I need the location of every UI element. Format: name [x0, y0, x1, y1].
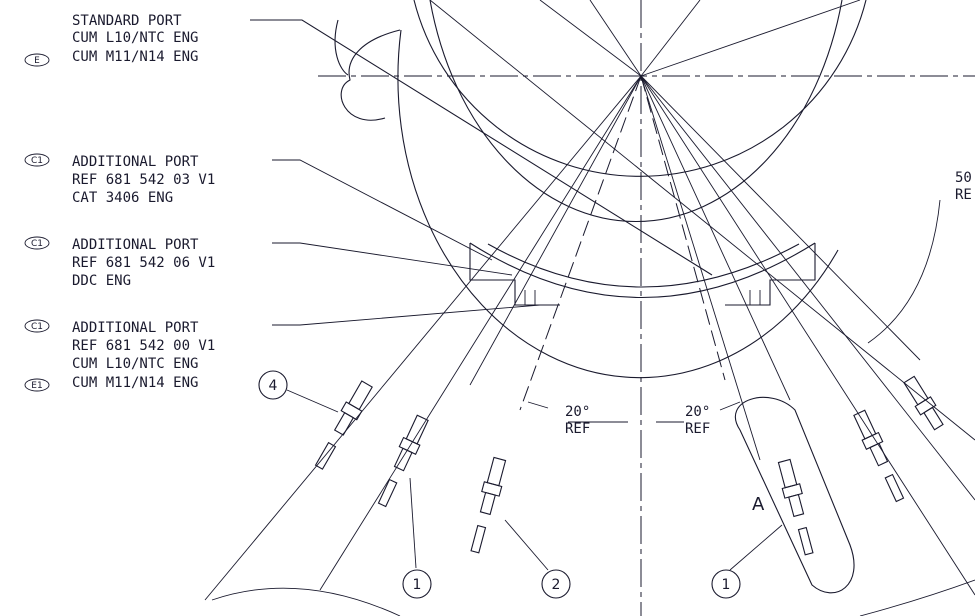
leader-c1-06: [272, 242, 513, 276]
note-symbol-c1-c: [24, 319, 50, 333]
dimension-arc-right: [859, 579, 975, 616]
balloon-1-right-text: 1: [722, 577, 731, 593]
leader-c1-00: [272, 304, 541, 326]
flywheel-housing-geometry: [204, 0, 975, 616]
note-standard-line3: CUM M11/N14 ENG: [72, 49, 198, 65]
balloons: 4 1 2 1: [258, 370, 741, 599]
note-text: STANDARD PORT CUM L10/NTC ENG CUM M11/N1…: [72, 13, 215, 391]
note-standard-line2: CUM L10/NTC ENG: [72, 30, 198, 46]
balloon-1-left: [402, 569, 432, 599]
housing-ring-outer: [469, 242, 816, 299]
radial-lines: [204, 0, 975, 601]
note-symbol-c1-b: [24, 236, 50, 250]
note-c1-03-line2: REF 681 542 03 V1: [72, 172, 215, 188]
dimension-arc-50: [867, 199, 941, 344]
dim-50-ref: RE: [955, 187, 972, 203]
leader-c1-03: [272, 159, 493, 261]
fitting-right-outer: [903, 375, 944, 431]
note-c1-00-line2: REF 681 542 00 V1: [72, 338, 215, 354]
balloon-2: [541, 569, 571, 599]
fitting-center-left: [470, 456, 507, 554]
view-label-a: A: [752, 494, 765, 515]
dimension-text: 20° REF 20° REF 50 RE: [565, 170, 972, 437]
note-symbol-e: [24, 53, 50, 67]
outer-housing-arc: [397, 29, 839, 379]
leader-standard-port: [250, 19, 713, 276]
fitting-right-inner: [853, 409, 905, 503]
note-symbol-e1: [24, 378, 50, 392]
note-symbol-e-text: E: [34, 56, 40, 66]
balloon-4: [258, 370, 288, 400]
balloon-4-text: 4: [269, 378, 278, 394]
left-boss: [469, 243, 560, 306]
outer-bore-arc: [413, 0, 867, 177]
note-c1-06-line3: DDC ENG: [72, 273, 131, 289]
dim-20-right-value: 20°: [685, 404, 710, 420]
note-c1-06-line2: REF 681 542 06 V1: [72, 255, 215, 271]
leader-lines: [250, 19, 783, 571]
dim-20-left-ref: REF: [565, 421, 590, 437]
view-a-outline: [734, 396, 855, 594]
note-c1-00-line3: CUM L10/NTC ENG: [72, 356, 198, 372]
note-standard-line1: STANDARD PORT: [72, 13, 182, 29]
left-arc-arrow: [334, 19, 349, 76]
left-lobe: [340, 29, 401, 121]
fittings: [314, 375, 944, 556]
dimension-arc-left: [211, 587, 401, 616]
inner-bore-arc: [429, 0, 843, 222]
housing-ring-inner: [487, 243, 800, 288]
note-symbol-c1-a-text: C1: [31, 156, 43, 166]
note-symbol-e1-text: E1: [31, 381, 42, 391]
balloon-1-right: [711, 569, 741, 599]
note-c1-00-line1: ADDITIONAL PORT: [72, 320, 199, 336]
fitting-view-a: [777, 458, 814, 556]
balloon-2-text: 2: [552, 577, 561, 593]
note-symbol-c1-a: [24, 153, 50, 167]
fitting-left-inner: [377, 414, 429, 508]
dim-50-value: 50: [955, 170, 972, 186]
note-symbol-c1-c-text: C1: [31, 322, 43, 332]
note-c1-00-line4: CUM M11/N14 ENG: [72, 375, 198, 391]
note-c1-06-line1: ADDITIONAL PORT: [72, 237, 199, 253]
note-c1-03-line3: CAT 3406 ENG: [72, 190, 173, 206]
fitting-left-outer: [314, 380, 373, 470]
balloon-1-left-text: 1: [413, 577, 422, 593]
note-symbol-c1-b-text: C1: [31, 239, 43, 249]
note-symbols: E C1 C1 C1 E1: [24, 53, 50, 392]
dim-20-right-ref: REF: [685, 421, 710, 437]
note-c1-03-line1: ADDITIONAL PORT: [72, 154, 199, 170]
dim-20-left-value: 20°: [565, 404, 590, 420]
right-boss: [725, 243, 816, 306]
